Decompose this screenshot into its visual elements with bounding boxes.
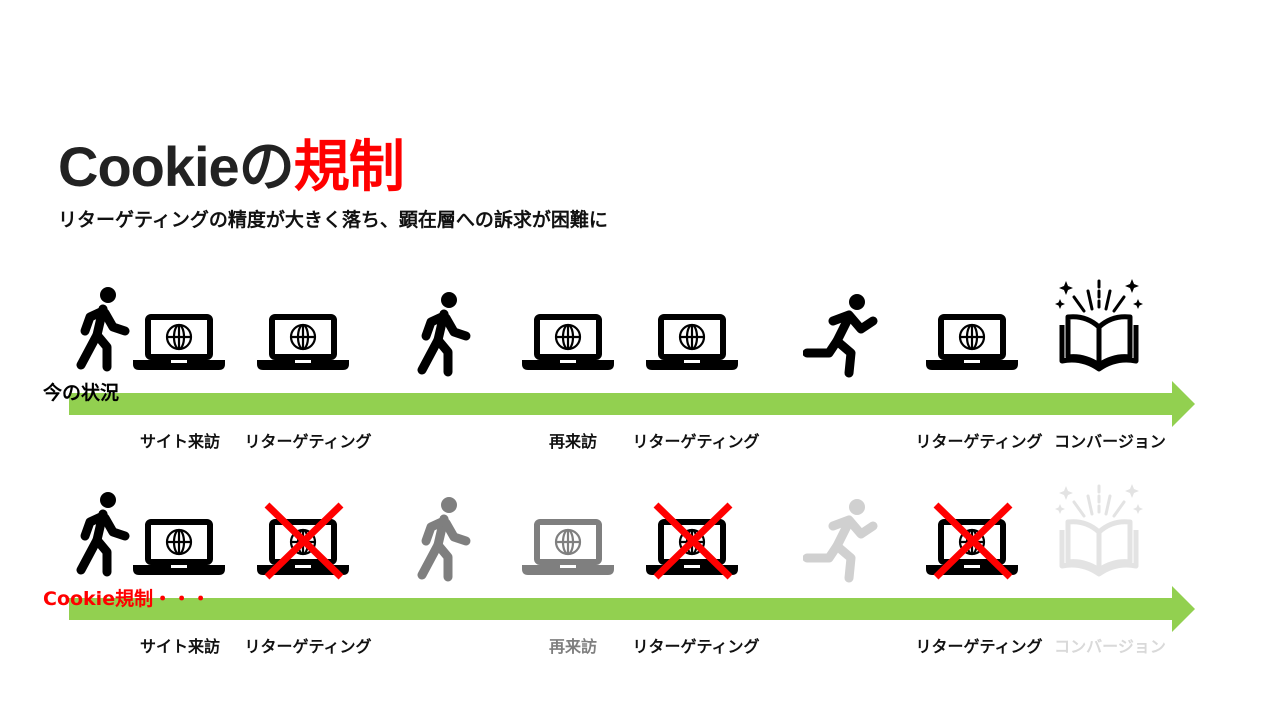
title-highlight: 規制 xyxy=(293,135,405,198)
laptop-icon xyxy=(646,314,738,370)
subtitle: リターゲティングの精度が大きく落ち、顕在層への訴求が困難に xyxy=(58,209,608,231)
walking-person-icon xyxy=(416,497,472,583)
red-cross-icon xyxy=(932,502,1014,580)
step-label: サイト来訪 xyxy=(139,637,221,656)
red-cross-icon xyxy=(652,502,734,580)
step-label: 再来訪 xyxy=(548,637,598,656)
page-title: Cookieの規制 xyxy=(58,122,405,203)
step-label: リターゲティング xyxy=(632,432,760,451)
red-cross-icon xyxy=(263,502,345,580)
row-label: 今の状況 xyxy=(43,382,120,404)
step-label: 再来訪 xyxy=(548,432,598,451)
step-label: リターゲティング xyxy=(244,637,372,656)
laptop-icon xyxy=(522,314,614,370)
walking-person-icon xyxy=(75,492,131,578)
timeline-arrow xyxy=(69,586,1195,632)
open-book-icon xyxy=(1054,279,1144,373)
walking-person-icon xyxy=(75,287,131,373)
step-label: コンバージョン xyxy=(1054,432,1166,451)
step-label: サイト来訪 xyxy=(139,432,221,451)
running-person-icon xyxy=(803,498,879,584)
laptop-icon xyxy=(133,519,225,575)
laptop-icon xyxy=(133,314,225,370)
step-label: リターゲティング xyxy=(244,432,372,451)
laptop-icon xyxy=(522,519,614,575)
step-label: リターゲティング xyxy=(915,432,1043,451)
step-label: リターゲティング xyxy=(915,637,1043,656)
laptop-icon xyxy=(926,314,1018,370)
step-label: コンバージョン xyxy=(1054,637,1166,656)
title-prefix: Cookieの xyxy=(58,135,295,198)
laptop-icon xyxy=(257,314,349,370)
open-book-icon xyxy=(1054,484,1144,578)
running-person-icon xyxy=(803,293,879,379)
walking-person-icon xyxy=(416,292,472,378)
timeline-arrow xyxy=(69,381,1195,427)
row-label: Cookie規制・・・ xyxy=(43,588,211,610)
step-label: リターゲティング xyxy=(632,637,760,656)
